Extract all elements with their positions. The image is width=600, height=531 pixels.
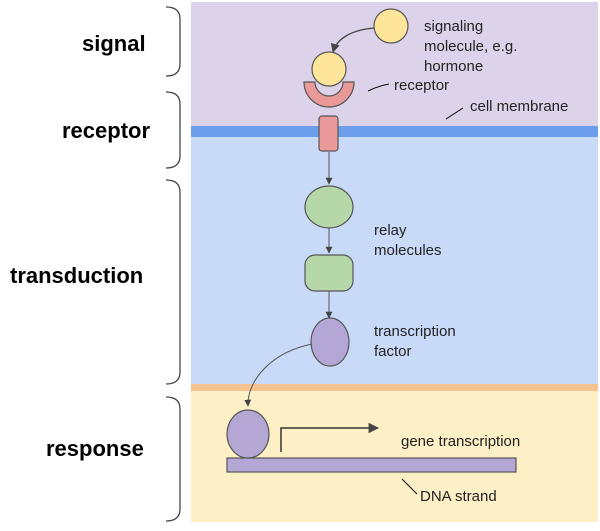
dna-strand-label: DNA strand — [420, 488, 497, 505]
bracket-response — [165, 396, 181, 522]
cell-membrane-label: cell membrane — [470, 98, 568, 115]
cell-membrane-leader-line — [445, 107, 464, 120]
stage-label-receptor: receptor — [62, 118, 150, 143]
bracket-signal — [165, 6, 181, 77]
bracket-transduction — [165, 179, 181, 385]
transcription-start-arrow — [280, 422, 380, 452]
stage-label-response: response — [46, 436, 144, 461]
relay-molecules-label-line-1: relay — [374, 222, 407, 239]
binding-arrow — [330, 27, 375, 53]
cytoplasm-region — [191, 136, 598, 386]
stage-label-transduction: transduction — [10, 263, 143, 288]
transcription-factor-label: transcription factor — [374, 323, 460, 360]
cell-membrane — [191, 126, 598, 137]
bracket-receptor — [165, 91, 181, 169]
signaling-molecule-label-line-1: signaling — [424, 18, 483, 35]
signaling-molecule-label: signaling molecule, e.g. hormone — [424, 18, 522, 75]
bound-signaling-molecule — [311, 51, 347, 87]
arrow-transcription-factor-to-dna — [244, 343, 313, 407]
signaling-molecule-label-line-3: hormone — [424, 58, 483, 75]
receptor-label: receptor — [394, 77, 449, 94]
nuclear-envelope — [191, 384, 598, 391]
receptor-stem — [318, 115, 339, 152]
signaling-molecule-label-line-2: molecule, e.g. — [424, 38, 517, 55]
receptor-cup — [303, 81, 355, 108]
bound-transcription-factor — [226, 409, 270, 459]
transcription-factor — [310, 317, 350, 367]
signaling-molecule — [373, 8, 409, 44]
transcription-factor-label-line-1: transcription — [374, 323, 456, 340]
relay-molecule-1 — [304, 185, 354, 229]
receptor-leader-line — [367, 83, 390, 92]
dna-strand-leader-line — [401, 478, 418, 495]
stage-label-signal: signal — [82, 31, 146, 56]
transcription-factor-label-line-2: factor — [374, 343, 412, 360]
relay-molecules-label-line-2: molecules — [374, 242, 442, 259]
relay-molecule-2 — [304, 254, 354, 292]
relay-molecules-label: relay molecules — [374, 222, 442, 259]
dna-strand — [226, 457, 517, 473]
gene-transcription-label: gene transcription — [401, 433, 520, 450]
